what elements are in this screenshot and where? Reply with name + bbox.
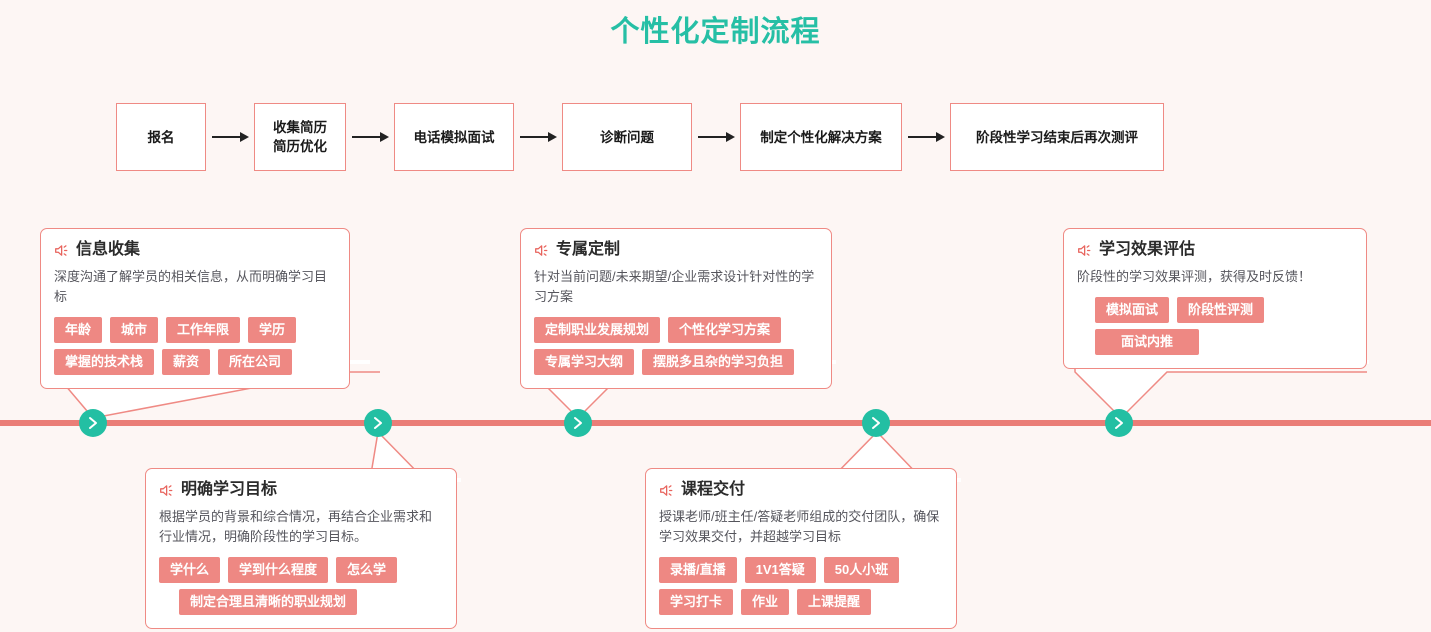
tag[interactable]: 城市	[110, 317, 159, 343]
arrow-right-icon	[346, 131, 394, 143]
tag[interactable]: 学到什么程度	[228, 557, 329, 583]
timeline-marker-1[interactable]	[79, 409, 107, 437]
speaker-icon	[534, 242, 551, 259]
flow-step-label: 收集简历 简历优化	[273, 120, 327, 154]
arrow-right-icon	[692, 131, 740, 143]
timeline-line	[0, 420, 1431, 426]
flow-step-6[interactable]: 阶段性学习结束后再次测评	[950, 103, 1164, 171]
flow-step-2[interactable]: 收集简历 简历优化	[254, 103, 346, 171]
card-clear-learning-goal[interactable]: 明确学习目标 根据学员的背景和综合情况，再结合企业需求和行业情况，明确阶段性的学…	[145, 468, 457, 629]
tag-row: 掌握的技术栈 薪资 所在公司	[54, 349, 336, 375]
flow-step-1[interactable]: 报名	[116, 103, 206, 171]
card-info-collection[interactable]: 信息收集 深度沟通了解学员的相关信息，从而明确学习目标 年龄 城市 工作年限 学…	[40, 228, 350, 389]
tag-list: 年龄 城市 工作年限 学历 掌握的技术栈 薪资 所在公司	[54, 317, 336, 375]
timeline-marker-4[interactable]	[862, 409, 890, 437]
chevron-right-icon	[574, 417, 582, 429]
tag[interactable]: 学习打卡	[659, 589, 734, 615]
tag[interactable]: 作业	[741, 589, 790, 615]
tag[interactable]: 定制职业发展规划	[534, 317, 661, 343]
tag-list: 学什么 学到什么程度 怎么学 制定合理且清晰的职业规划	[159, 557, 443, 615]
card-title: 信息收集	[76, 241, 141, 258]
tag[interactable]: 专属学习大纲	[534, 349, 635, 375]
tag-row: 年龄 城市 工作年限 学历	[54, 317, 336, 343]
tag-row: 专属学习大纲 摆脱多且杂的学习负担	[534, 349, 818, 375]
tag-row: 学习打卡 作业 上课提醒	[659, 589, 943, 615]
flow-step-label: 诊断问题	[600, 129, 654, 145]
tag[interactable]: 怎么学	[336, 557, 398, 583]
speaker-icon	[159, 482, 176, 499]
flow-step-3[interactable]: 电话模拟面试	[394, 103, 514, 171]
chevron-right-icon	[89, 417, 97, 429]
card-title-row: 明确学习目标	[159, 480, 443, 500]
tag-row: 录播/直播 1V1答疑 50人小班	[659, 557, 943, 583]
tag-list: 模拟面试 阶段性评测 面试内推	[1077, 297, 1353, 355]
tag-list: 定制职业发展规划 个性化学习方案 专属学习大纲 摆脱多且杂的学习负担	[534, 317, 818, 375]
tag[interactable]: 学历	[248, 317, 297, 343]
flow-step-label: 阶段性学习结束后再次测评	[976, 129, 1138, 145]
tag-row: 学什么 学到什么程度 怎么学	[159, 557, 443, 583]
card-title-row: 课程交付	[659, 480, 943, 500]
tag[interactable]: 1V1答疑	[744, 557, 816, 583]
tag[interactable]: 制定合理且清晰的职业规划	[179, 589, 358, 615]
timeline-marker-5[interactable]	[1105, 409, 1133, 437]
card-title-row: 专属定制	[534, 240, 818, 260]
tag[interactable]: 年龄	[54, 317, 103, 343]
tag-row: 面试内推	[1077, 329, 1353, 355]
tag-row: 定制职业发展规划 个性化学习方案	[534, 317, 818, 343]
arrow-right-icon	[206, 131, 254, 143]
tag[interactable]: 50人小班	[823, 557, 900, 583]
tag-row: 模拟面试 阶段性评测	[1077, 297, 1353, 323]
speaker-icon	[1077, 242, 1094, 259]
card-title: 专属定制	[556, 241, 621, 258]
tag[interactable]: 面试内推	[1095, 329, 1200, 355]
timeline-marker-2[interactable]	[364, 409, 392, 437]
card-description: 授课老师/班主任/答疑老师组成的交付团队，确保学习效果交付，并超越学习目标	[659, 509, 940, 544]
tag[interactable]: 上课提醒	[797, 589, 872, 615]
card-title-row: 学习效果评估	[1077, 240, 1353, 260]
tag[interactable]: 阶段性评测	[1177, 297, 1265, 323]
card-learning-effect-evaluation[interactable]: 学习效果评估 阶段性的学习效果评测，获得及时反馈！ 模拟面试 阶段性评测 面试内…	[1063, 228, 1367, 369]
card-description: 针对当前问题/未来期望/企业需求设计针对性的学习方案	[534, 269, 815, 304]
flowchart: 报名 收集简历 简历优化 电话模拟面试 诊断问题 制定个性化解决方案 阶段性学习…	[116, 103, 1164, 171]
page-title: 个性化定制流程	[610, 16, 821, 48]
flow-step-label: 电话模拟面试	[413, 129, 495, 145]
card-description: 根据学员的背景和综合情况，再结合企业需求和行业情况，明确阶段性的学习目标。	[159, 509, 433, 544]
tag[interactable]: 薪资	[162, 349, 211, 375]
tag[interactable]: 工作年限	[166, 317, 241, 343]
tag-row: 制定合理且清晰的职业规划	[159, 589, 443, 615]
tag-list: 录播/直播 1V1答疑 50人小班 学习打卡 作业 上课提醒	[659, 557, 943, 615]
timeline-marker-3[interactable]	[564, 409, 592, 437]
card-title-row: 信息收集	[54, 240, 336, 260]
tag[interactable]: 个性化学习方案	[668, 317, 782, 343]
tag[interactable]: 模拟面试	[1095, 297, 1170, 323]
tag[interactable]: 所在公司	[218, 349, 293, 375]
flow-step-label: 报名	[147, 129, 175, 145]
chevron-right-icon	[872, 417, 880, 429]
tag[interactable]: 掌握的技术栈	[54, 349, 155, 375]
card-description: 阶段性的学习效果评测，获得及时反馈！	[1077, 269, 1312, 284]
card-course-delivery[interactable]: 课程交付 授课老师/班主任/答疑老师组成的交付团队，确保学习效果交付，并超越学习…	[645, 468, 957, 629]
tag[interactable]: 录播/直播	[659, 557, 737, 583]
chevron-right-icon	[374, 417, 382, 429]
tag[interactable]: 学什么	[159, 557, 221, 583]
tag[interactable]: 摆脱多且杂的学习负担	[642, 349, 795, 375]
chevron-right-icon	[1115, 417, 1123, 429]
speaker-icon	[659, 482, 676, 499]
flow-step-label: 制定个性化解决方案	[760, 129, 882, 145]
card-exclusive-customization[interactable]: 专属定制 针对当前问题/未来期望/企业需求设计针对性的学习方案 定制职业发展规划…	[520, 228, 832, 389]
arrow-right-icon	[514, 131, 562, 143]
card-description: 深度沟通了解学员的相关信息，从而明确学习目标	[54, 269, 328, 304]
card-title: 学习效果评估	[1099, 241, 1196, 258]
card-title: 课程交付	[681, 481, 746, 498]
arrow-right-icon	[902, 131, 950, 143]
speaker-icon	[54, 242, 71, 259]
flow-step-5[interactable]: 制定个性化解决方案	[740, 103, 902, 171]
card-title: 明确学习目标	[181, 481, 278, 498]
flow-step-4[interactable]: 诊断问题	[562, 103, 692, 171]
